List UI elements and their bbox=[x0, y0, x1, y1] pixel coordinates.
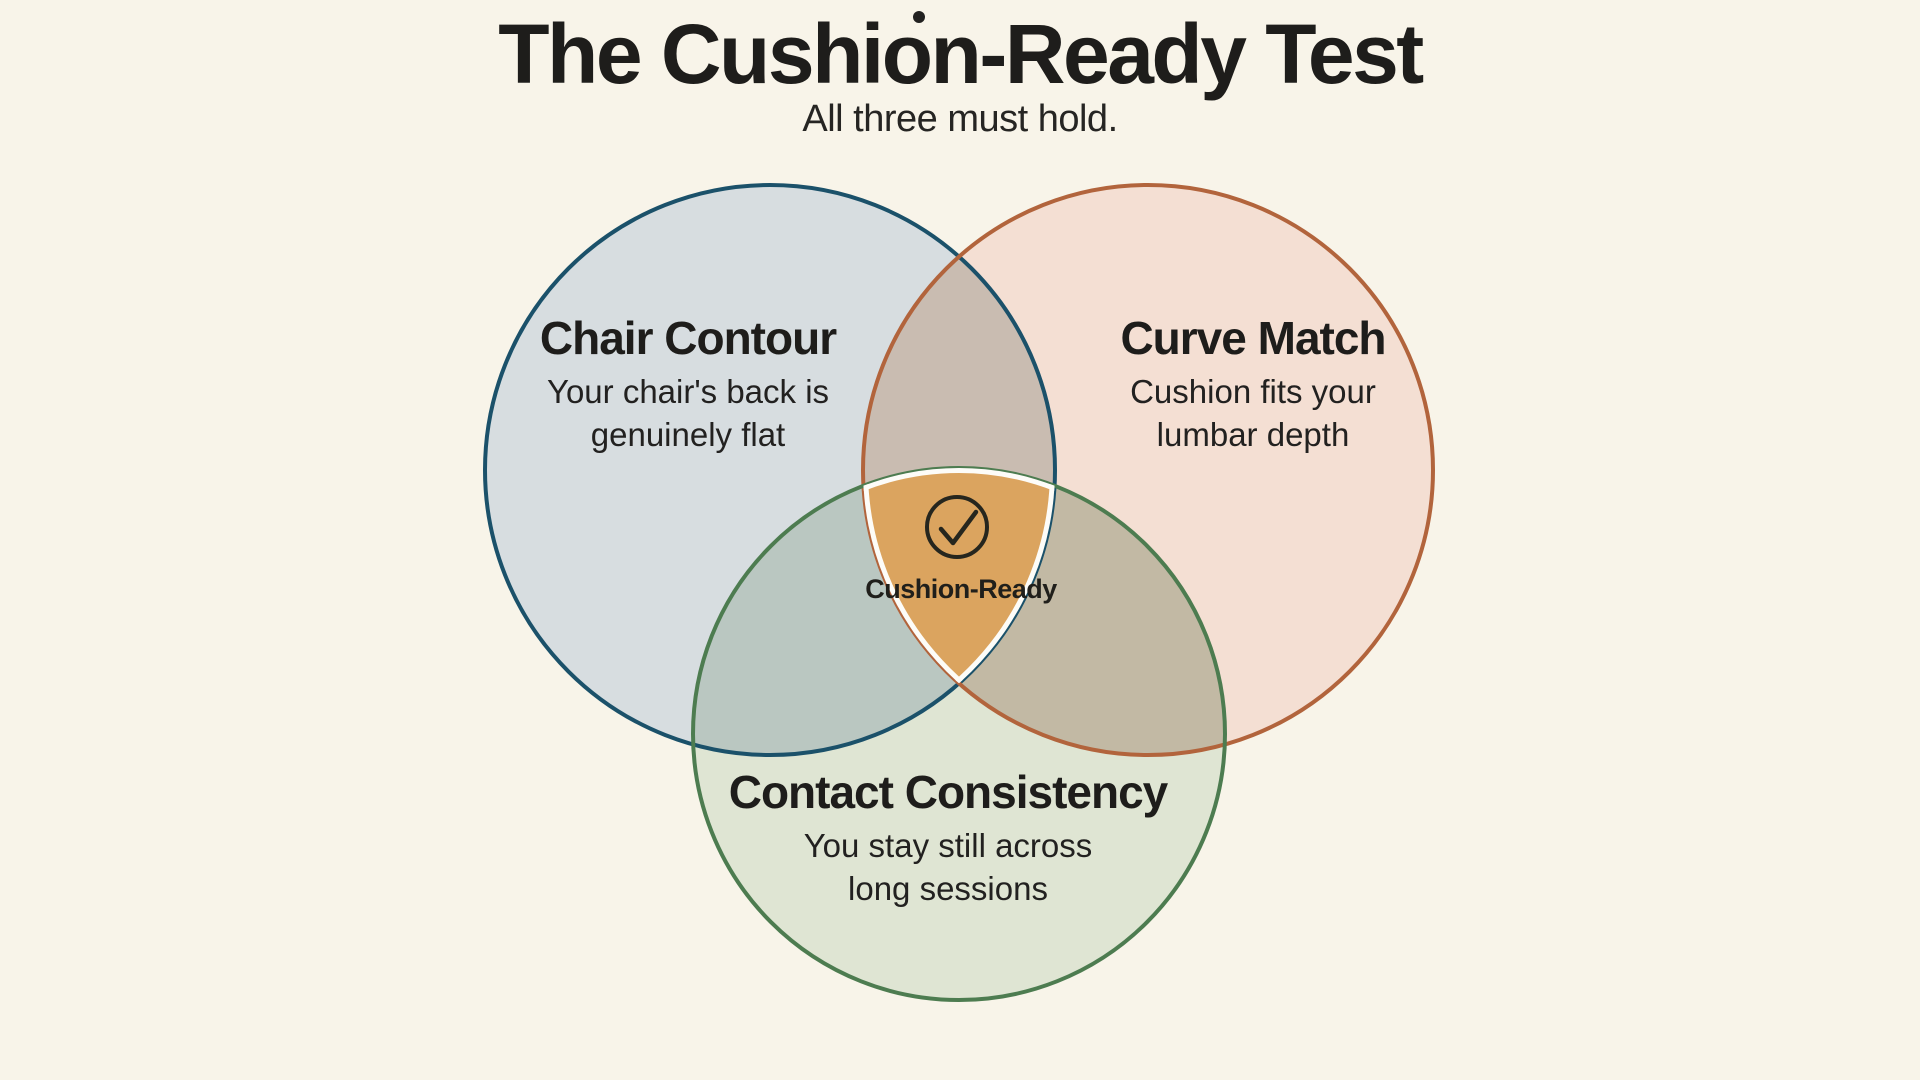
circle-curve-match-ring bbox=[861, 183, 1435, 757]
contact-consistency-title: Contact Consistency bbox=[728, 766, 1169, 818]
page-subtitle: All three must hold. bbox=[802, 98, 1118, 140]
chair-contour-title: Chair Contour bbox=[539, 312, 837, 364]
page-title: The Cushion-Ready Test bbox=[498, 7, 1424, 101]
contact-consistency-description: You stay still across long sessions bbox=[803, 827, 1093, 907]
curve-match-title: Curve Match bbox=[1120, 312, 1386, 364]
label-curve-match: Curve Match Cushion fits your lumbar dep… bbox=[1120, 310, 1386, 456]
label-chair-contour: Chair Contour Your chair's back is genui… bbox=[539, 310, 837, 456]
label-contact-consistency: Contact Consistency You stay still acros… bbox=[728, 764, 1169, 910]
curve-match-description: Cushion fits your lumbar depth bbox=[1130, 373, 1376, 453]
decorative-dot bbox=[913, 11, 925, 23]
chair-contour-description: Your chair's back is genuinely flat bbox=[546, 373, 830, 453]
center-label-cushion-ready: Cushion-Ready bbox=[865, 574, 1057, 604]
check-circle-ring bbox=[925, 495, 989, 559]
circle-chair-contour-ring bbox=[483, 183, 1057, 757]
check-circle-icon bbox=[925, 495, 989, 559]
check-mark bbox=[938, 509, 979, 546]
